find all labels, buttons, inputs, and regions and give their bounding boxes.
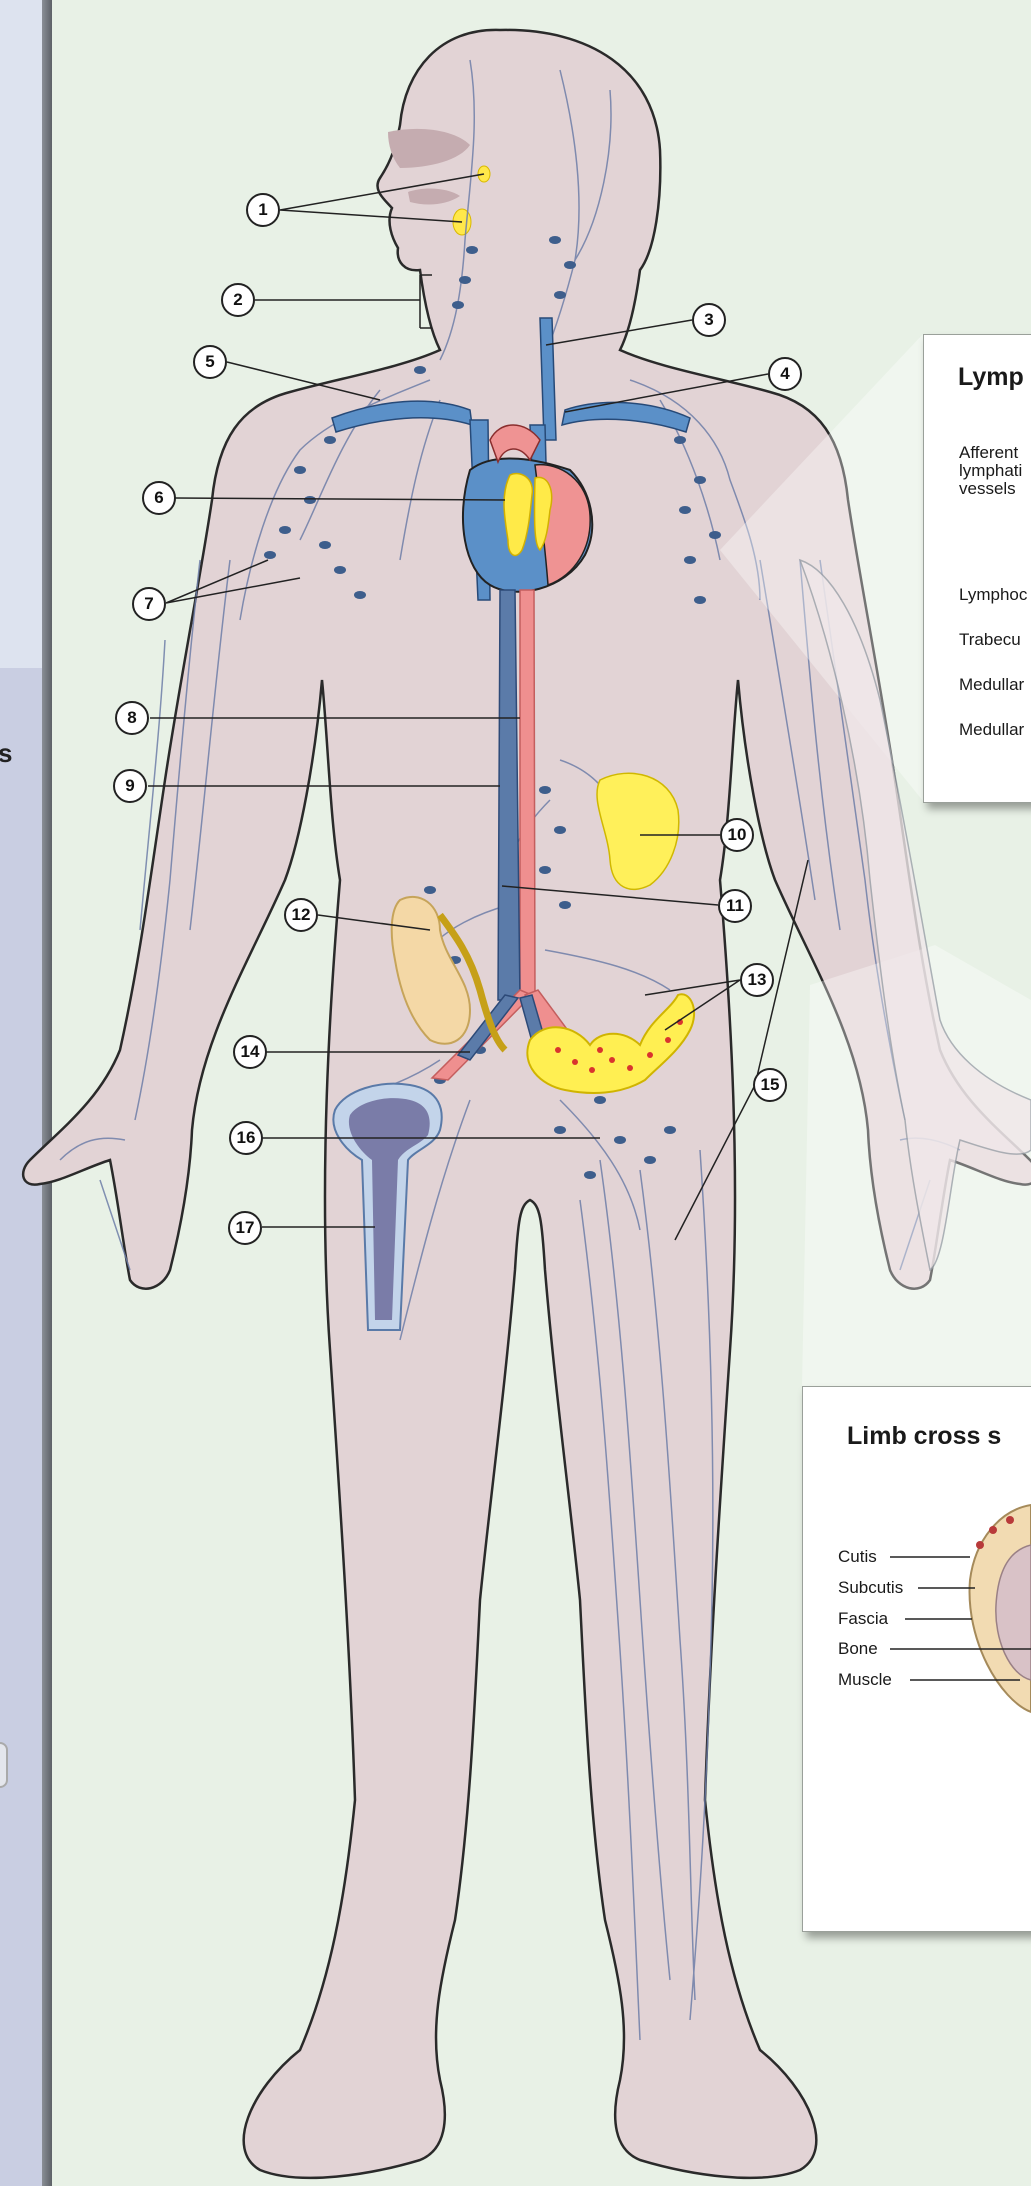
callout-12: 12 xyxy=(284,898,318,932)
callout-7: 7 xyxy=(132,587,166,621)
callout-17: 17 xyxy=(228,1211,262,1245)
lymph-label-trabecula: Trabecu xyxy=(959,630,1021,649)
limb-label-fascia: Fascia xyxy=(838,1609,888,1628)
callout-9: 9 xyxy=(113,769,147,803)
callout-6: 6 xyxy=(142,481,176,515)
callout-14: 14 xyxy=(233,1035,267,1069)
lymph-panel-title: Lymp xyxy=(958,363,1024,392)
callout-13: 13 xyxy=(740,963,774,997)
callout-3: 3 xyxy=(692,303,726,337)
limb-label-bone: Bone xyxy=(838,1639,878,1658)
limb-cross-section-panel: Limb cross s Cutis Subcutis Fascia Bone … xyxy=(802,1386,1031,1932)
limb-panel-title: Limb cross s xyxy=(847,1422,1001,1451)
callout-16: 16 xyxy=(229,1121,263,1155)
callout-5: 5 xyxy=(193,345,227,379)
callout-1: 1 xyxy=(246,193,280,227)
callout-4: 4 xyxy=(768,357,802,391)
callout-11: 11 xyxy=(718,889,752,923)
callout-10: 10 xyxy=(720,818,754,852)
lymph-node-detail-panel: Lymp Afferent lymphati vessels Lymphoc T… xyxy=(923,334,1031,803)
aorta xyxy=(520,590,535,1000)
callout-2: 2 xyxy=(221,283,255,317)
lymph-label-vessels: vessels xyxy=(959,479,1016,498)
lymph-label-afferent: Afferent xyxy=(959,443,1018,462)
lymph-label-lymphatic: lymphati xyxy=(959,461,1022,480)
callout-8: 8 xyxy=(115,701,149,735)
limb-label-subcutis: Subcutis xyxy=(838,1578,903,1597)
lymph-label-medullary-2: Medullar xyxy=(959,720,1024,739)
callout-15: 15 xyxy=(753,1068,787,1102)
lymph-label-medullary-1: Medullar xyxy=(959,675,1024,694)
lymph-label-lymphocytes: Lymphoc xyxy=(959,585,1027,604)
limb-label-muscle: Muscle xyxy=(838,1670,892,1689)
limb-label-cutis: Cutis xyxy=(838,1547,877,1566)
